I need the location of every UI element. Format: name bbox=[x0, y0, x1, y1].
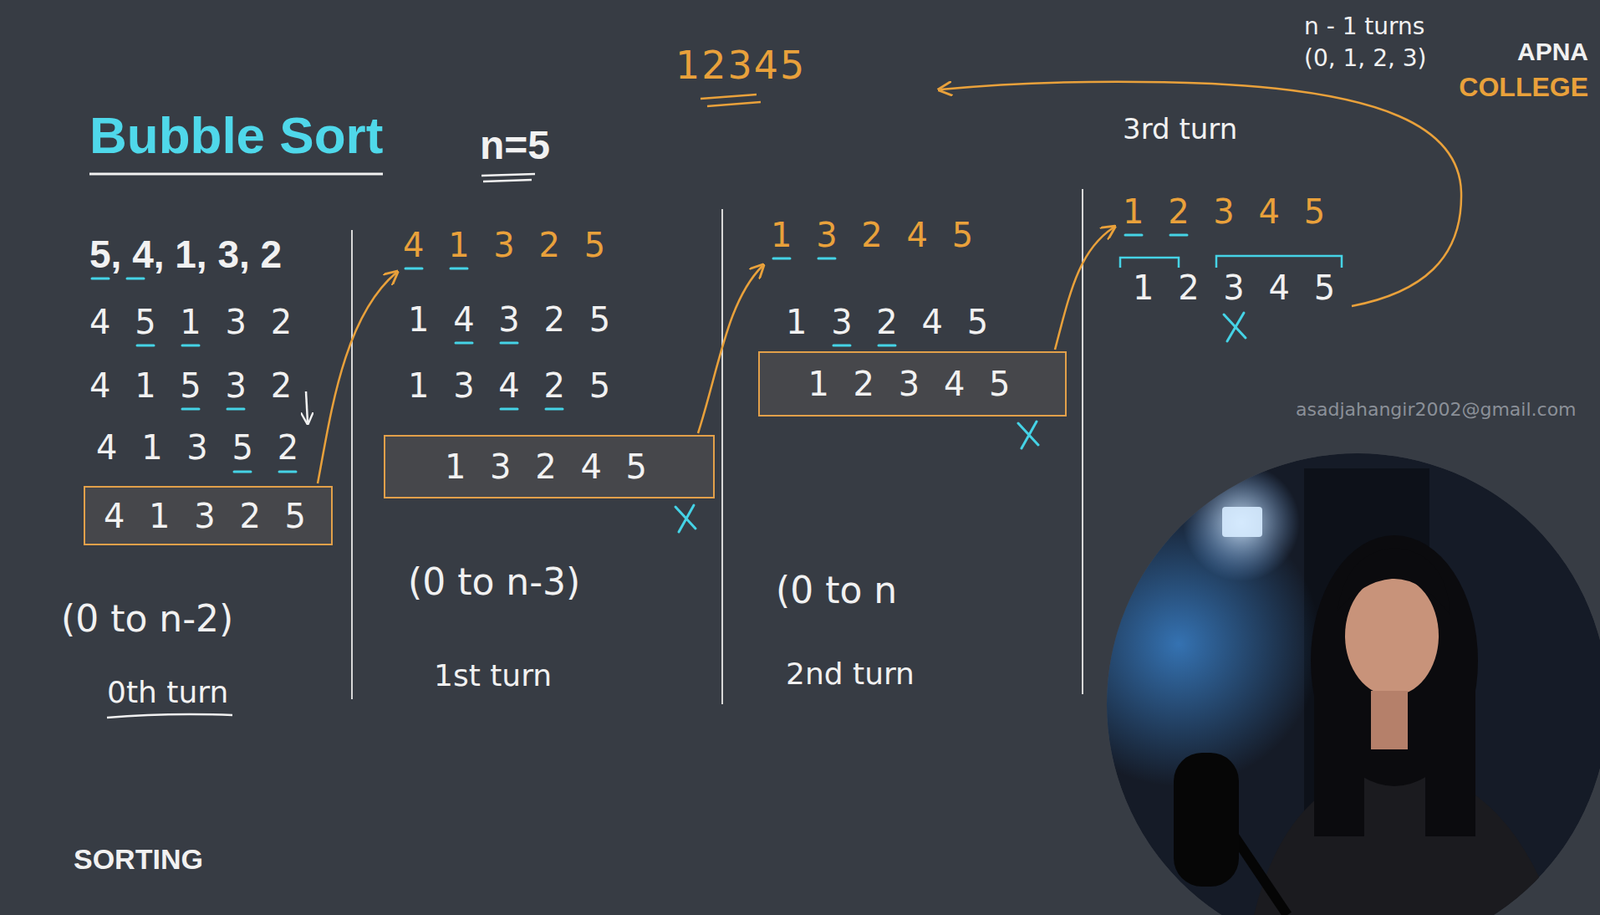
highlight-box: 4 1 3 2 5 bbox=[83, 485, 333, 546]
array-step: 1 2 3 4 5 bbox=[1132, 268, 1342, 307]
array-start: 4 1 3 2 5 bbox=[402, 225, 612, 265]
turn-label: 0th turn bbox=[107, 674, 229, 709]
turn-label: 2nd turn bbox=[785, 656, 915, 691]
loop-range: (0 to n-3) bbox=[407, 560, 581, 604]
size-label: n=5 bbox=[479, 122, 551, 169]
turn-label: 1st turn bbox=[433, 657, 552, 693]
array-start: 1 2 3 4 5 bbox=[1122, 192, 1332, 231]
array-step: 4 5 1 3 2 bbox=[89, 302, 299, 342]
array-step: 1 4 3 2 5 bbox=[407, 300, 617, 339]
flow-arrow bbox=[317, 81, 1462, 484]
underline bbox=[700, 94, 761, 107]
note: (0, 1, 2, 3) bbox=[1304, 45, 1427, 72]
box-array: 1 3 2 4 5 bbox=[444, 447, 654, 486]
column-dividers bbox=[351, 188, 1083, 704]
note: n - 1 turns bbox=[1304, 13, 1425, 41]
watermark: COLLEGE bbox=[1458, 71, 1589, 103]
title: Bubble Sort bbox=[89, 105, 383, 165]
turn-label: 3rd turn bbox=[1122, 112, 1238, 146]
cross-mark bbox=[675, 312, 1246, 532]
highlight-box: 1 2 3 4 5 bbox=[758, 351, 1067, 417]
watermark: asadjahangir2002@gmail.com bbox=[1295, 398, 1577, 420]
array-step: 4 1 3 5 2 bbox=[96, 428, 306, 467]
underline bbox=[107, 713, 233, 718]
box-array: 1 2 3 4 5 bbox=[807, 364, 1017, 403]
array-step: 4 1 5 3 2 bbox=[89, 366, 299, 405]
bracket bbox=[1120, 255, 1342, 268]
sorted-result: 12345 bbox=[675, 43, 806, 88]
array-step: 1 3 2 4 5 bbox=[785, 302, 995, 342]
loop-range: (0 to n bbox=[775, 569, 897, 612]
watermark: APNA bbox=[1517, 37, 1589, 67]
loop-range: (0 to n-2) bbox=[61, 597, 234, 641]
box-array: 4 1 3 2 5 bbox=[103, 496, 313, 536]
underline bbox=[481, 173, 536, 182]
webcam-image bbox=[1036, 453, 1600, 915]
title-underline bbox=[89, 173, 383, 176]
section-label: SORTING bbox=[73, 842, 204, 876]
array-step: 1 3 4 2 5 bbox=[407, 366, 617, 405]
highlight-box: 1 3 2 4 5 bbox=[383, 434, 715, 499]
array-start: 1 3 2 4 5 bbox=[770, 215, 980, 255]
input-array: 5, 4, 1, 3, 2 bbox=[89, 232, 282, 277]
pointer-arrow bbox=[305, 391, 308, 423]
